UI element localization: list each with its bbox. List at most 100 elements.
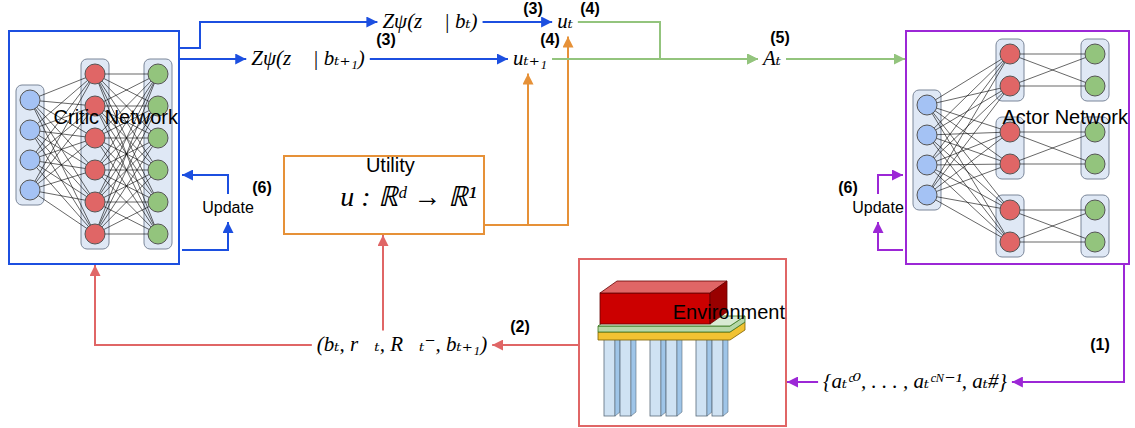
chip-pillar — [677, 335, 682, 416]
box-heading: Environment — [673, 301, 785, 324]
flow-arrow — [485, 37, 568, 225]
neuron-link — [927, 135, 1010, 210]
neuron — [85, 128, 105, 148]
flow-arrow — [483, 21, 553, 23]
callout-number: (3) — [523, 0, 543, 18]
utility-term: uₜ₊₁ — [508, 44, 552, 73]
neuron — [1085, 232, 1105, 252]
neuron — [85, 64, 105, 84]
critic-network: Critic Network — [8, 30, 180, 265]
layer-column — [1081, 195, 1109, 257]
neuron — [1000, 154, 1020, 174]
flow-arrow — [1012, 265, 1124, 382]
neuron-link — [927, 132, 1010, 165]
actor-network: Actor Network — [905, 30, 1130, 265]
callout-number: (4) — [580, 0, 600, 18]
neuron — [917, 125, 937, 145]
flow-arrow — [382, 235, 384, 330]
callout-number: (4) — [540, 31, 560, 49]
layer-column — [144, 59, 172, 249]
neuron-link — [927, 54, 1010, 105]
chip-pillar — [666, 338, 677, 416]
neuron-link — [927, 165, 1010, 242]
flow-arrow — [95, 265, 312, 345]
neuron-link — [1010, 164, 1095, 165]
neuron — [20, 150, 40, 170]
chip-pillar — [604, 338, 615, 416]
neuron — [1000, 44, 1020, 64]
neuron-link — [927, 105, 1010, 210]
neuron-link — [927, 86, 1010, 135]
callout-number: (6) — [838, 179, 858, 197]
update-label: Update — [852, 199, 904, 217]
chip-pillar — [620, 338, 631, 416]
neuron-link — [95, 138, 158, 234]
neuron-link — [95, 74, 158, 234]
layer-column — [913, 90, 941, 210]
layer-column — [81, 59, 109, 249]
formula: u : ℝᵈ → ℝ¹ — [340, 176, 476, 214]
flow-arrow — [485, 74, 528, 225]
neuron — [1000, 232, 1020, 252]
neuron-link — [927, 132, 1010, 135]
neuron — [148, 64, 168, 84]
update-loop — [878, 175, 903, 194]
neuron — [148, 224, 168, 244]
neuron-link — [1010, 210, 1095, 242]
neuron — [85, 224, 105, 244]
neuron-link — [1010, 54, 1095, 55]
neuron — [1085, 76, 1105, 96]
distribution-term: Zψ(z⃗ | bₜ₊₁) — [246, 44, 370, 73]
neuron-link — [1010, 242, 1095, 243]
neuron-link — [1010, 132, 1095, 164]
neuron-link — [927, 135, 1010, 164]
neuron — [1000, 200, 1020, 220]
chip-pillar — [661, 335, 666, 416]
neuron-link — [30, 130, 95, 234]
box-heading: Utility — [366, 154, 415, 177]
neuron — [148, 160, 168, 180]
neuron-link — [927, 105, 1010, 132]
neuron — [148, 128, 168, 148]
advantage-term: Aₜ — [758, 44, 786, 73]
box-heading: Critic Network — [54, 106, 178, 129]
neuron-link — [30, 190, 95, 234]
update-label: Update — [202, 199, 254, 217]
neuron-link — [927, 195, 1010, 242]
formula: Zψ(z⃗ | bₜ₊₁) — [251, 46, 365, 71]
flow-arrow — [180, 22, 377, 48]
neuron — [148, 192, 168, 212]
callout-number: (1) — [1090, 336, 1110, 354]
neuron-link — [95, 74, 158, 106]
flow-arrow — [787, 381, 818, 383]
chip-block — [600, 281, 727, 293]
neuron-link — [95, 202, 158, 234]
chip-pillar — [712, 338, 723, 416]
neuron-link — [1010, 54, 1095, 86]
neuron — [1000, 76, 1020, 96]
update-loop — [182, 222, 228, 250]
flow-arrow — [578, 22, 758, 59]
chip-pillar — [615, 335, 620, 416]
chip-pillar — [631, 335, 636, 416]
update-loop — [182, 175, 228, 194]
flow-arrow — [180, 58, 246, 60]
neuron-link — [1010, 210, 1095, 242]
formula: Zψ(z⃗ | bₜ) — [382, 9, 477, 34]
neuron-link — [95, 74, 158, 106]
chip-pillar — [696, 338, 707, 416]
neuron-link — [927, 105, 1010, 164]
chip-pillar — [650, 338, 661, 416]
callout-number: (2) — [510, 318, 530, 336]
chip-pillar — [723, 335, 728, 416]
neuron-link — [927, 164, 1010, 195]
neuron-link — [1010, 132, 1095, 133]
neuron — [1085, 200, 1105, 220]
formula: (bₜ, r⃗ₜ, R⃗ₜ⁻, bₜ₊₁) — [317, 332, 487, 357]
neuron — [1085, 44, 1105, 64]
utility-box: Utilityu : ℝᵈ → ℝ¹ — [283, 155, 485, 235]
formula: Aₜ — [763, 46, 781, 71]
flow-arrow — [492, 344, 578, 346]
neuron-link — [30, 138, 95, 190]
